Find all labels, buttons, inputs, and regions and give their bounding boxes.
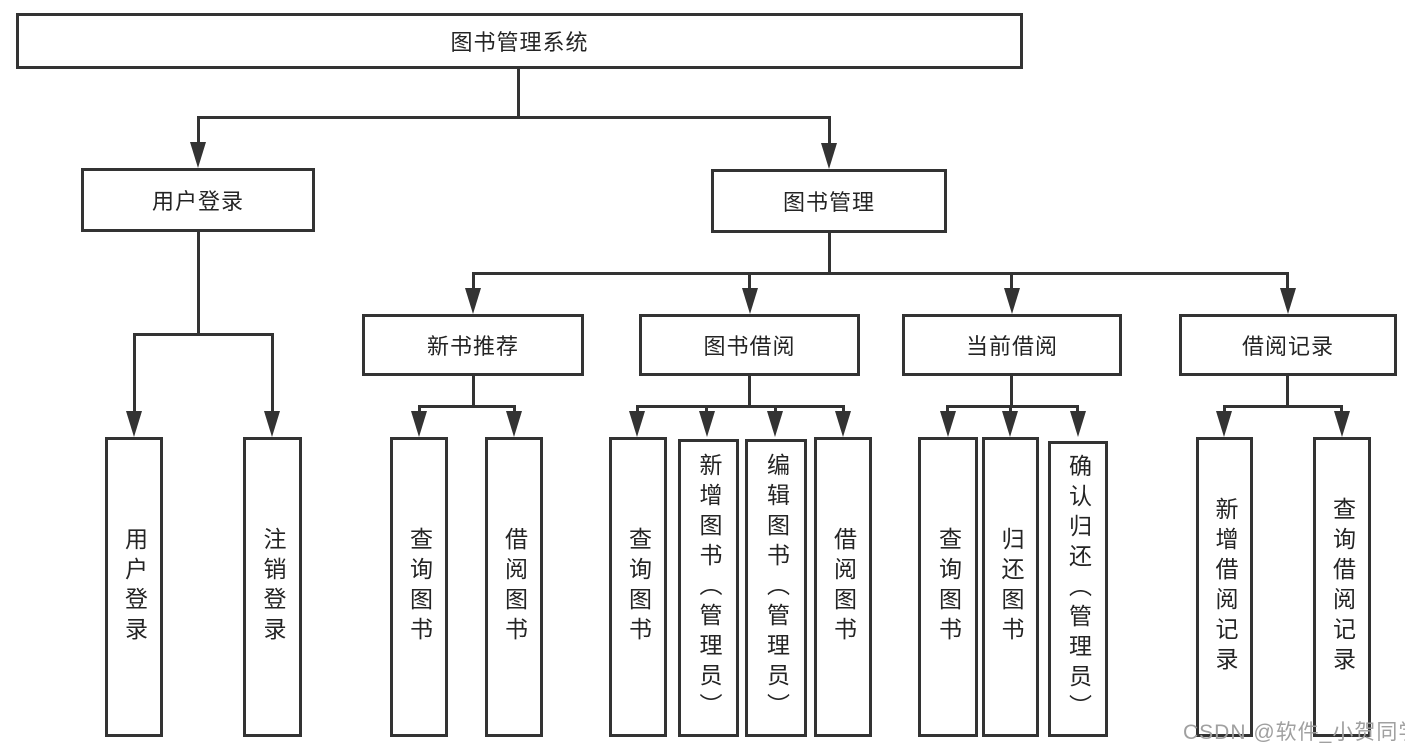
edge-bookmgmt-hline xyxy=(472,272,1289,275)
leaf-rec-query-books: 查询图书 xyxy=(390,437,448,737)
edge-drop-category xyxy=(1286,272,1289,290)
edge-drop-leaf xyxy=(1009,405,1012,414)
arrow-down-icon xyxy=(264,411,280,437)
leaf-cb-confirm-return-label: 确认归还（管理员） xyxy=(1065,454,1092,724)
arrow-down-icon xyxy=(742,288,758,314)
edge-drop-leaf xyxy=(705,405,708,414)
arrow-down-icon xyxy=(465,288,481,314)
leaf-br-add-record-label: 新增借阅记录 xyxy=(1212,497,1238,677)
leaf-bb-edit-books: 编辑图书（管理员） xyxy=(745,439,807,737)
arrow-down-icon xyxy=(190,142,206,168)
edge-cat-hline xyxy=(636,405,845,408)
edge-drop-book-mgmt xyxy=(828,116,831,145)
node-borrow-records: 借阅记录 xyxy=(1179,314,1397,376)
arrow-down-icon xyxy=(1334,411,1350,437)
node-book-mgmt: 图书管理 xyxy=(711,169,947,233)
leaf-bb-add-books: 新增图书（管理员） xyxy=(678,439,739,737)
arrow-down-icon xyxy=(699,411,715,437)
edge-drop-leaf xyxy=(1076,405,1079,414)
edge-root-stub xyxy=(517,69,520,118)
leaf-cb-query-books-label: 查询图书 xyxy=(935,527,962,647)
arrow-down-icon xyxy=(411,411,427,437)
leaf-rec-borrow-books-label: 借阅图书 xyxy=(501,527,528,647)
leaf-bb-borrow-books-label: 借阅图书 xyxy=(830,527,857,647)
arrow-down-icon xyxy=(629,411,645,437)
arrow-down-icon xyxy=(821,143,837,169)
leaf-logout: 注销登录 xyxy=(243,437,302,737)
edge-root-hline xyxy=(197,116,831,119)
edge-bookmgmt-stub xyxy=(828,233,831,274)
arrow-down-icon xyxy=(1070,411,1086,437)
edge-cat-stub xyxy=(472,376,475,407)
edge-cat-stub xyxy=(1286,376,1289,407)
edge-drop-leaf xyxy=(774,405,777,414)
leaf-cb-confirm-return: 确认归还（管理员） xyxy=(1048,441,1108,737)
watermark-text: CSDN @软件_小贺同学 xyxy=(1183,721,1405,744)
arrow-down-icon xyxy=(1002,411,1018,437)
edge-drop-leaf xyxy=(271,333,274,413)
node-book-borrow-label: 图书借阅 xyxy=(703,334,796,359)
node-new-book-rec: 新书推荐 xyxy=(362,314,584,376)
node-root: 图书管理系统 xyxy=(16,13,1023,69)
edge-user-stub xyxy=(197,232,200,335)
leaf-br-add-record: 新增借阅记录 xyxy=(1196,437,1253,737)
leaf-br-query-record: 查询借阅记录 xyxy=(1313,437,1371,737)
arrow-down-icon xyxy=(1280,288,1296,314)
node-book-borrow: 图书借阅 xyxy=(639,314,860,376)
node-root-label: 图书管理系统 xyxy=(450,30,589,55)
node-current-borrow-label: 当前借阅 xyxy=(965,334,1058,359)
arrow-down-icon xyxy=(506,411,522,437)
leaf-bb-edit-books-label: 编辑图书（管理员） xyxy=(763,453,790,723)
edge-drop-category xyxy=(472,272,475,290)
edge-cat-stub xyxy=(1010,376,1013,407)
node-book-mgmt-label: 图书管理 xyxy=(782,190,875,215)
edge-drop-leaf xyxy=(133,333,136,413)
edge-drop-leaf xyxy=(842,405,845,414)
leaf-br-query-record-label: 查询借阅记录 xyxy=(1329,497,1356,677)
edge-drop-leaf xyxy=(1340,405,1343,414)
leaf-cb-return-books-label: 归还图书 xyxy=(998,527,1024,647)
arrow-down-icon xyxy=(1216,411,1232,437)
edge-cat-hline xyxy=(1223,405,1343,408)
edge-drop-user-login xyxy=(197,116,200,144)
edge-drop-leaf xyxy=(636,405,639,414)
arrow-down-icon xyxy=(767,411,783,437)
leaf-cb-query-books: 查询图书 xyxy=(918,437,978,737)
leaf-bb-borrow-books: 借阅图书 xyxy=(814,437,872,737)
edge-cat-stub xyxy=(748,376,751,407)
leaf-bb-query-books: 查询图书 xyxy=(609,437,667,737)
edge-drop-leaf xyxy=(946,405,949,414)
edge-cat-hline xyxy=(946,405,1079,408)
arrow-down-icon xyxy=(835,411,851,437)
arrow-down-icon xyxy=(126,411,142,437)
edge-drop-leaf xyxy=(418,405,421,414)
leaf-bb-add-books-label: 新增图书（管理员） xyxy=(696,453,722,723)
leaf-rec-query-books-label: 查询图书 xyxy=(406,527,433,647)
edge-drop-leaf xyxy=(1223,405,1226,414)
edge-drop-category xyxy=(1010,272,1013,290)
leaf-bb-query-books-label: 查询图书 xyxy=(625,527,652,647)
leaf-logout-label: 注销登录 xyxy=(260,527,286,647)
edge-drop-leaf xyxy=(513,405,516,414)
edge-user-hline xyxy=(133,333,274,336)
leaf-rec-borrow-books: 借阅图书 xyxy=(485,437,543,737)
arrow-down-icon xyxy=(1004,288,1020,314)
node-current-borrow: 当前借阅 xyxy=(902,314,1122,376)
node-user-login: 用户登录 xyxy=(81,168,315,232)
edge-cat-hline xyxy=(418,405,516,408)
leaf-user-login-label: 用户登录 xyxy=(121,527,148,647)
node-user-login-label: 用户登录 xyxy=(151,189,244,214)
node-borrow-records-label: 借阅记录 xyxy=(1241,334,1334,359)
leaf-user-login: 用户登录 xyxy=(105,437,163,737)
arrow-down-icon xyxy=(940,411,956,437)
leaf-cb-return-books: 归还图书 xyxy=(982,437,1039,737)
node-new-book-rec-label: 新书推荐 xyxy=(426,334,519,359)
edge-drop-category xyxy=(748,272,751,290)
